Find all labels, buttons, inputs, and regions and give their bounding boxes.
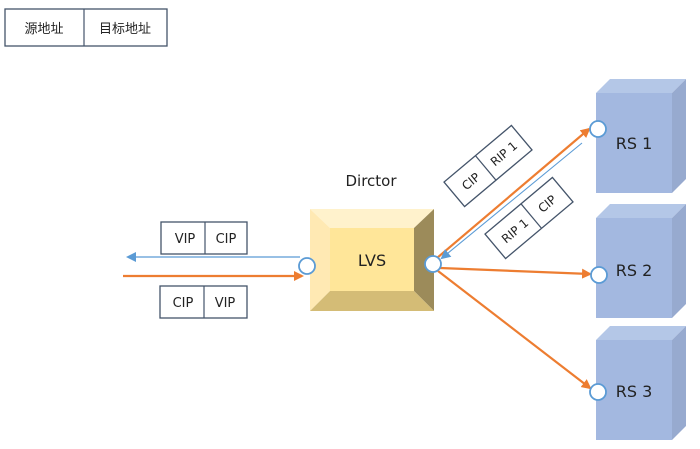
real-server-3: RS 3 (596, 326, 686, 440)
legend-box (4, 8, 168, 47)
director-label: LVS (358, 251, 386, 270)
director-top-bevel (310, 209, 434, 228)
rs1-label: RS 1 (616, 134, 653, 153)
director-dip-interface (424, 255, 442, 273)
director-title: Dirctor (345, 172, 397, 190)
request-arrow-to-rs1 (436, 127, 591, 259)
request-arrow-to-rs2 (439, 266, 592, 279)
director-bottom-bevel (310, 291, 434, 311)
rs1-top (596, 79, 686, 93)
packet-box (484, 176, 574, 260)
packet-response-from-rs1: RIP 1 CIP (484, 176, 574, 260)
request-arrow-to-rs3 (437, 270, 592, 390)
rs1-front (596, 93, 672, 193)
rs2-top (596, 204, 686, 218)
real-server-1: RS 1 (596, 79, 686, 193)
rs3-front (596, 340, 672, 440)
packet-src: CIP (173, 296, 194, 311)
packet-box (443, 124, 533, 208)
packet-src: VIP (175, 232, 196, 247)
director-vip-interface (298, 257, 316, 275)
packet-response-to-client: VIP CIP (160, 221, 248, 255)
director-lvs-box: LVS (310, 209, 434, 311)
legend-source-label: 源地址 (24, 22, 63, 37)
response-arrow-from-rs1 (440, 142, 583, 260)
rs1-side (672, 79, 686, 193)
rs3-label: RS 3 (616, 382, 653, 401)
rs2-front (596, 218, 672, 318)
rs3-top (596, 326, 686, 340)
legend: 源地址 目标地址 (4, 8, 168, 47)
rs3-interface (589, 383, 607, 401)
packet-request-from-client: CIP VIP (159, 285, 248, 319)
director-center (330, 228, 414, 291)
packet-divider (520, 203, 543, 229)
packet-dst: CIP (216, 232, 237, 247)
director-right-bevel (414, 209, 434, 311)
legend-dest-label: 目标地址 (99, 22, 151, 37)
rs3-side (672, 326, 686, 440)
packet-divider (474, 155, 497, 181)
packet-request-to-rs1: CIP RIP 1 (443, 124, 533, 208)
rs2-side (672, 204, 686, 318)
rs2-label: RS 2 (616, 261, 653, 280)
rs1-interface (589, 120, 607, 138)
real-server-2: RS 2 (596, 204, 686, 318)
packet-dst: VIP (215, 296, 236, 311)
rs2-interface (590, 266, 608, 284)
packet-box (160, 221, 248, 255)
director-left-bevel (310, 209, 330, 311)
